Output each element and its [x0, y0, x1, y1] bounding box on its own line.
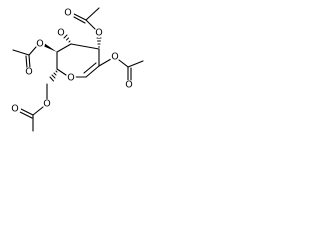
atom-o-c6-carbonyl: O [11, 104, 18, 115]
bond-o-carbonyl-c5 [118, 59, 129, 68]
bond-carbonyl-methyl [85, 7, 100, 21]
atom-o-c3: O [95, 28, 102, 39]
acetoxy-c2: O [56, 28, 71, 43]
bond-o5-c5 [56, 68, 67, 76]
bond-o-carbonyl-c6 [32, 106, 44, 116]
bond-carbonyl-double-2 [73, 16, 86, 24]
atom-o-c5: O [111, 52, 118, 63]
atom-o-c3-carbonyl: O [64, 8, 71, 19]
hashed-bond-c3-o [96, 37, 102, 48]
bond-c-o-c5 [98, 58, 112, 67]
atom-o-c4: O [36, 39, 43, 50]
atom-o-c6: O [43, 99, 50, 110]
bond-carbonyl-double-c6-2 [19, 111, 33, 119]
bond-c2-c1-double-inner [83, 62, 97, 74]
bond-c4-c3b [56, 43, 72, 53]
bond-carbonyl-methyl-c5 [127, 60, 144, 68]
acetoxy-c4: O O [12, 39, 57, 78]
acetoxy-c3: O O [64, 7, 104, 48]
acetoxy-c5: O O [98, 52, 144, 91]
atom-o-c2: O [57, 28, 64, 39]
atom-o-c4-carbonyl: O [25, 67, 32, 78]
bond-o-carbonyl-c4 [28, 46, 37, 56]
bond-carbonyl-methyl-c4 [12, 49, 30, 56]
pyran-ring [56, 43, 100, 78]
molecule-structure-drawing: O O O O O [11, 7, 144, 132]
bond-carbonyl-double-c4 [28, 54, 31, 69]
hashed-bond-c5-ch2 [49, 70, 58, 82]
ring-oxygen: O [66, 73, 76, 84]
atom-o-c5-carbonyl: O [125, 80, 132, 91]
hashed-bond-c2-o [63, 34, 71, 43]
bond-o-carbonyl [85, 19, 96, 30]
bond-c2-c1-double [85, 65, 100, 78]
bond-carbonyl-double [73, 13, 87, 21]
bond-carbonyl-double-c6 [20, 108, 34, 116]
acetoxymethyl-c6: O O [11, 70, 58, 132]
wedge-bond-c4-o [43, 43, 57, 52]
svg-text:O: O [67, 73, 74, 84]
bond-carbonyl-double-c4-2 [25, 55, 28, 69]
bond-c4-c3 [70, 43, 100, 50]
